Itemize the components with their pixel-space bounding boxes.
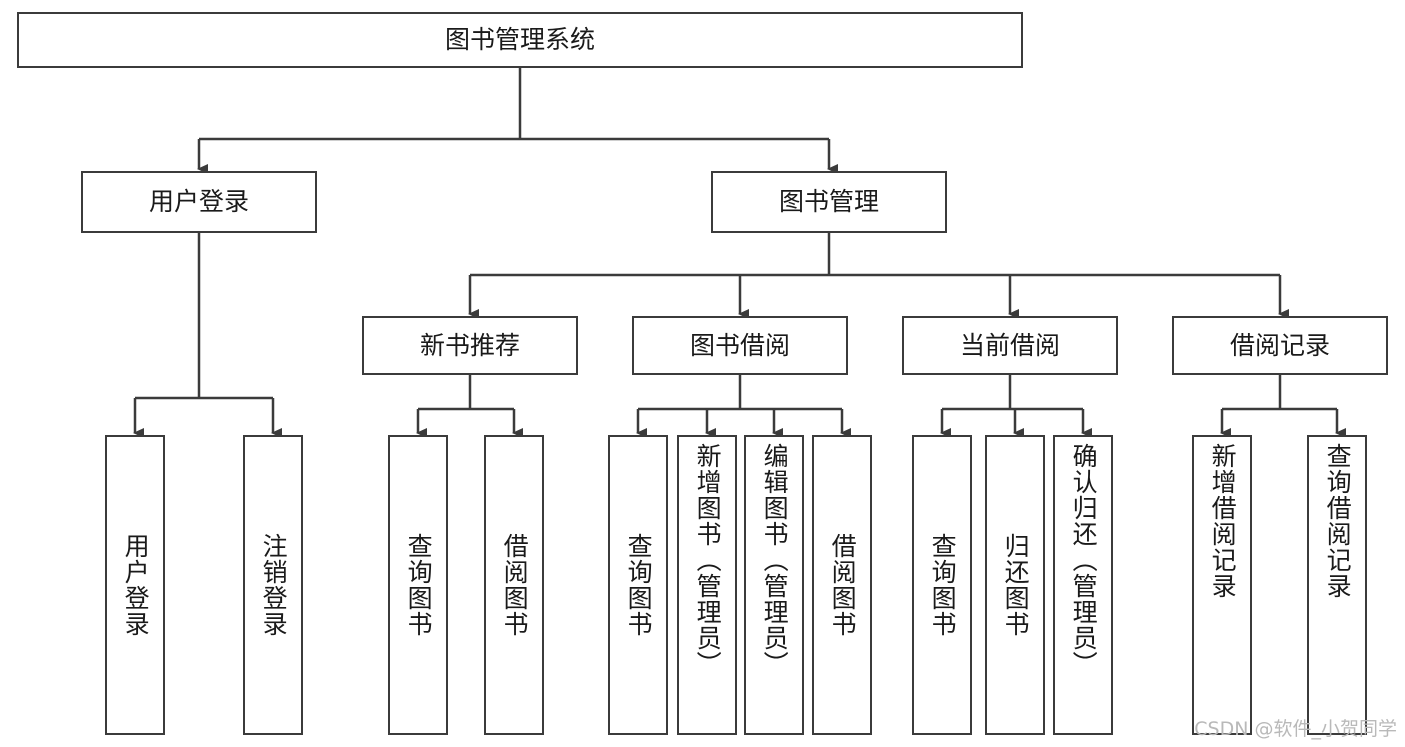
node-user-login[interactable]: 用户登录 — [81, 171, 317, 233]
node-label: 新增借阅记录 — [1208, 443, 1238, 599]
node-current-borrow[interactable]: 当前借阅 — [902, 316, 1118, 375]
watermark-text: CSDN @软件_小贺同学 — [1194, 718, 1397, 740]
node-label: 查询图书 — [624, 533, 654, 637]
node-label: 图书管理 — [778, 187, 879, 217]
node-label: 查询图书 — [928, 533, 958, 637]
node-label: 新增图书（管理员） — [693, 443, 723, 677]
node-borrow-record[interactable]: 借阅记录 — [1172, 316, 1388, 375]
node-label: 查询借阅记录 — [1323, 443, 1353, 599]
node-leaf-return-book[interactable]: 归还图书 — [985, 435, 1045, 735]
node-root[interactable]: 图书管理系统 — [17, 12, 1023, 68]
node-label: 当前借阅 — [959, 330, 1060, 360]
node-leaf-logout-login[interactable]: 注销登录 — [243, 435, 303, 735]
node-leaf-query-book-3[interactable]: 查询图书 — [912, 435, 972, 735]
node-label: 借阅图书 — [828, 533, 858, 637]
node-label: 借阅记录 — [1229, 330, 1330, 360]
node-label: 归还图书 — [1001, 533, 1031, 637]
node-book-manage[interactable]: 图书管理 — [711, 171, 947, 233]
node-label: 图书管理系统 — [444, 25, 595, 55]
node-label: 编辑图书（管理员） — [760, 443, 790, 677]
node-label: 用户登录 — [121, 533, 151, 637]
node-leaf-add-book[interactable]: 新增图书（管理员） — [677, 435, 737, 735]
node-label: 图书借阅 — [689, 330, 790, 360]
node-book-borrow[interactable]: 图书借阅 — [632, 316, 848, 375]
node-leaf-confirm-return[interactable]: 确认归还（管理员） — [1053, 435, 1113, 735]
node-leaf-edit-book[interactable]: 编辑图书（管理员） — [744, 435, 804, 735]
node-leaf-query-record[interactable]: 查询借阅记录 — [1307, 435, 1367, 735]
node-label: 查询图书 — [404, 533, 434, 637]
node-new-book-rec[interactable]: 新书推荐 — [362, 316, 578, 375]
node-label: 确认归还（管理员） — [1069, 443, 1099, 677]
node-label: 注销登录 — [259, 533, 289, 637]
node-leaf-borrow-book-2[interactable]: 借阅图书 — [812, 435, 872, 735]
node-leaf-query-book-2[interactable]: 查询图书 — [608, 435, 668, 735]
node-leaf-query-book-1[interactable]: 查询图书 — [388, 435, 448, 735]
node-label: 新书推荐 — [419, 330, 520, 360]
node-label: 用户登录 — [148, 187, 249, 217]
node-leaf-add-record[interactable]: 新增借阅记录 — [1192, 435, 1252, 735]
node-leaf-borrow-book-1[interactable]: 借阅图书 — [484, 435, 544, 735]
node-label: 借阅图书 — [500, 533, 530, 637]
node-leaf-user-login[interactable]: 用户登录 — [105, 435, 165, 735]
